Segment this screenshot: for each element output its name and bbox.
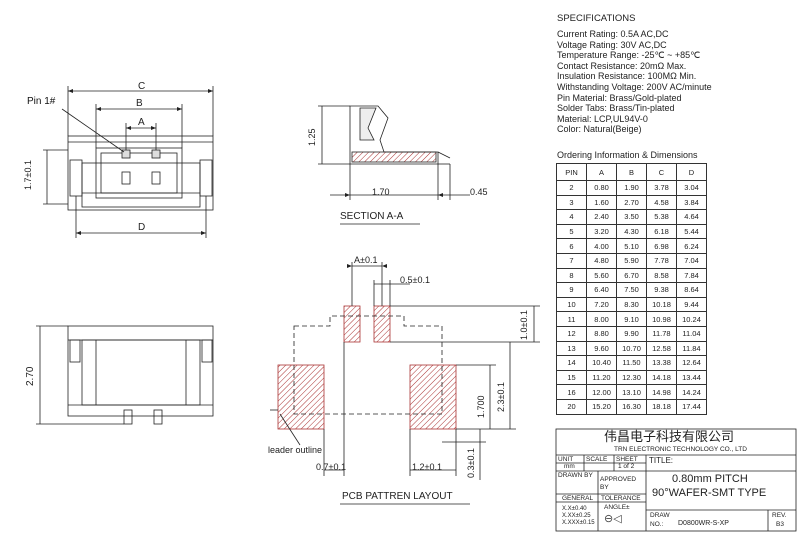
pin1-label: Pin 1# [27, 96, 56, 107]
table-cell: 18.18 [646, 398, 677, 415]
tb-approved-by: APPROVED BY [600, 476, 637, 491]
top-view [43, 86, 214, 238]
title-block [555, 428, 797, 532]
tb-sheet-label: SHEET [616, 456, 638, 463]
pcb-dim-h4: 0.3±0.1 [466, 448, 476, 478]
pcb-dim-w1: 0.7±0.1 [316, 462, 346, 472]
section-title: SECTION A-A [340, 211, 404, 222]
company-name-cn: 伟昌电子科技有限公司 [604, 430, 735, 445]
spec-line: Color: Natural(Beige) [557, 124, 642, 135]
tb-tol3: X.XXX±0.15 [562, 520, 595, 526]
tb-rev-value: B3 [776, 521, 784, 528]
tb-sheet-value: 1 of 2 [618, 463, 635, 470]
dim-a: A [138, 117, 145, 128]
tb-title-line2: 90°WAFER-SMT TYPE [652, 487, 767, 499]
spec-line: Withstanding Voltage: 200V AC/minute [557, 82, 712, 92]
tb-tolerance: TOLERANCE [601, 495, 641, 502]
spec-line: Pin Material: Brass/Gold-plated [557, 92, 682, 103]
tb-general: GENERAL [562, 495, 594, 502]
pcb-dim-h3: 1.700 [476, 395, 486, 418]
tb-unit-value: mm [564, 463, 575, 470]
dim-c: C [138, 81, 146, 92]
table-cell: 12.64 [676, 355, 707, 371]
dim-height-top: 1.7±0.1 [23, 160, 33, 190]
dim-section-w1: 1.70 [372, 187, 390, 197]
spec-line: Insulation Resistance: 100MΩ Min. [557, 71, 697, 82]
section-view [318, 105, 470, 225]
leader-outline-label: leader outline [268, 445, 323, 455]
ordering-title: Ordering Information & Dimensions [557, 150, 698, 160]
spec-line: Temperature Range: -25℃ ~ +85℃ [557, 50, 701, 61]
spec-line: Contact Resistance: 20mΩ Max. [557, 60, 687, 71]
dim-section-w2: 0.45 [470, 187, 488, 197]
pcb-dim-w2: 1.2±0.1 [412, 462, 442, 472]
dim-b: B [136, 98, 143, 109]
pcb-layout [270, 262, 540, 505]
pcb-dim-a: A±0.1 [354, 255, 378, 265]
tb-title-label: TITLE: [649, 456, 674, 465]
tb-no-label: NO.: [650, 521, 664, 528]
projection-symbol-icon: ⊖◁ [604, 513, 622, 525]
tb-drawn-by: DRAWN BY [558, 472, 593, 479]
company-name-en: TRN ELECTRONIC TECHNOLOGY CO., LTD [614, 446, 747, 453]
pcb-title: PCB PATTREN LAYOUT [342, 491, 453, 502]
table-cell: 17.44 [676, 398, 707, 415]
dim-d: D [138, 222, 146, 233]
table-header-cell: D [676, 163, 707, 181]
tb-title-line1: 0.80mm PITCH [672, 473, 748, 485]
spec-line: Current Rating: 0.5A AC,DC [557, 29, 669, 39]
spec-title: SPECIFICATIONS [557, 13, 636, 24]
spec-line: Voltage Rating: 30V AC,DC [557, 39, 667, 50]
spec-line: Solder Tabs: Brass/Tin-plated [557, 103, 675, 114]
pcb-dim-h2: 2.3±0.1 [496, 382, 506, 412]
tb-tol1: X.X±0.40 [562, 506, 587, 512]
tb-angle: ANGLE± [604, 504, 630, 511]
tb-unit-label: UNIT [558, 456, 574, 463]
tb-tol2: X.XX±0.25 [562, 513, 591, 519]
pcb-dim-h1: 1.0±0.1 [519, 310, 529, 340]
tb-scale-label: SCALE [586, 456, 608, 463]
dim-section-h: 1.25 [307, 128, 317, 146]
dim-side-height: 2.70 [25, 366, 36, 386]
pcb-dim-pad-w: 0.5±0.1 [400, 275, 430, 285]
spec-line: Material: LCP,UL94V-0 [557, 113, 648, 124]
side-view [36, 325, 214, 425]
tb-draw-label: DRAW [650, 512, 670, 519]
tb-rev-label: REV. [772, 512, 787, 519]
tb-draw-no: D0800WR-S-XP [678, 520, 729, 527]
